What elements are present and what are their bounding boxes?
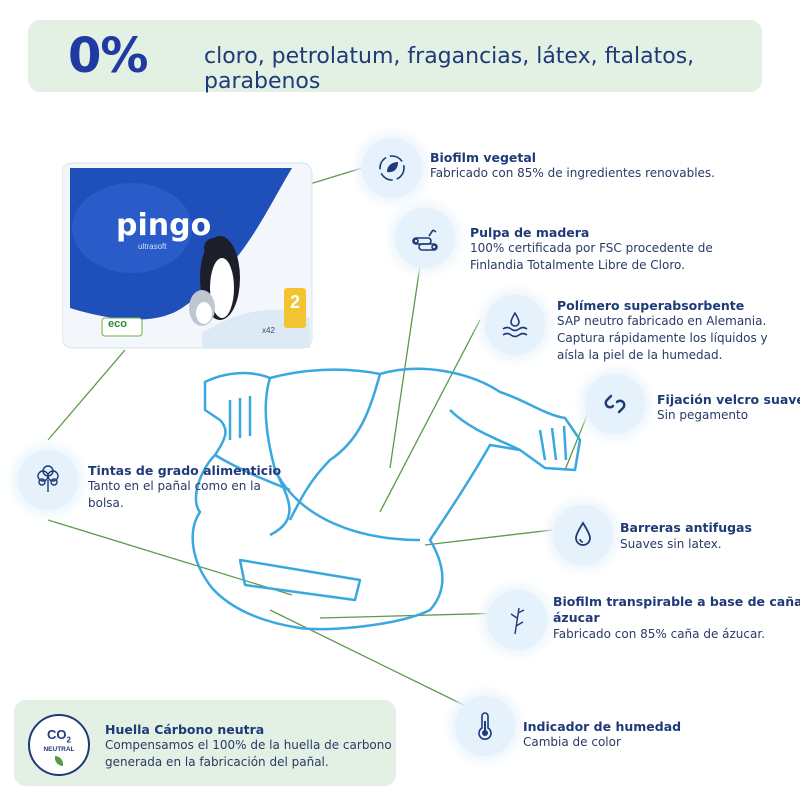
free-of-list: cloro, petrolatum, fragancias, látex, ft… (204, 44, 695, 94)
feature-title-barreras: Barreras antifugas (620, 520, 752, 535)
feature-title-velcro: Fijación velcro suave (657, 392, 800, 407)
sub-brand-label: ultrasoft (138, 242, 167, 251)
leaf-recycle-icon (362, 138, 422, 198)
package-illustration (61, 162, 313, 349)
feature-desc-barreras: Suaves sin latex. (620, 537, 722, 551)
feature-desc-biofilm-cana: Fabricado con 85% caña de ázucar. (553, 627, 766, 641)
feature-title-humedad: Indicador de humedad (523, 719, 682, 734)
feature-desc-velcro: Sin pegamento (657, 408, 749, 422)
co2-badge-text: CO (47, 727, 67, 742)
co2-badge-neutral: NEUTRAL (43, 746, 75, 753)
zero-percent-label: 0% (68, 28, 148, 84)
carbon-title: Huella Cárbono neutra (105, 722, 265, 737)
feature-desc-humedad: Cambia de color (523, 735, 621, 749)
wood-logs-icon (395, 208, 455, 268)
co2-neutral-icon: CO2 NEUTRAL (28, 714, 90, 776)
thermometer-icon (455, 696, 515, 756)
claims-banner: 0% cloro, petrolatum, fragancias, látex,… (28, 20, 762, 94)
velcro-link-icon (585, 374, 645, 434)
eco-badge: eco (108, 318, 127, 330)
sugar-cane-icon (487, 590, 547, 650)
carbon-neutral-box: CO2 NEUTRAL Huella Cárbono neutra Compen… (14, 700, 396, 786)
carbon-desc: Compensamos el 100% de la huella de carb… (105, 738, 392, 769)
water-absorb-icon (485, 295, 545, 355)
diaper-package: pingo ultrasoft 2 eco x42 (61, 158, 317, 353)
feature-title-polimero: Polímero superabsorbente (557, 298, 745, 313)
brand-logo: pingo (116, 208, 212, 243)
feature-title-pulpa: Pulpa de madera (470, 225, 590, 240)
feature-desc-biofilm: Fabricado con 85% de ingredientes renova… (430, 166, 715, 180)
count-label: x42 (262, 326, 275, 335)
feature-desc-polimero: SAP neutro fabricado en Alemania.Captura… (557, 314, 768, 362)
size-number: 2 (290, 292, 301, 312)
feature-title-biofilm-cana: Biofilm transpirable a base de caña de (553, 594, 800, 609)
feature-title-biofilm-cana-2: ázucar (553, 610, 600, 625)
co2-badge-sub: 2 (66, 735, 71, 745)
water-drop-icon (553, 505, 613, 565)
feature-title-biofilm: Biofilm vegetal (430, 150, 537, 165)
tree-icon (18, 450, 78, 510)
feature-title-tintas: Tintas de grado alimenticio (88, 463, 282, 478)
